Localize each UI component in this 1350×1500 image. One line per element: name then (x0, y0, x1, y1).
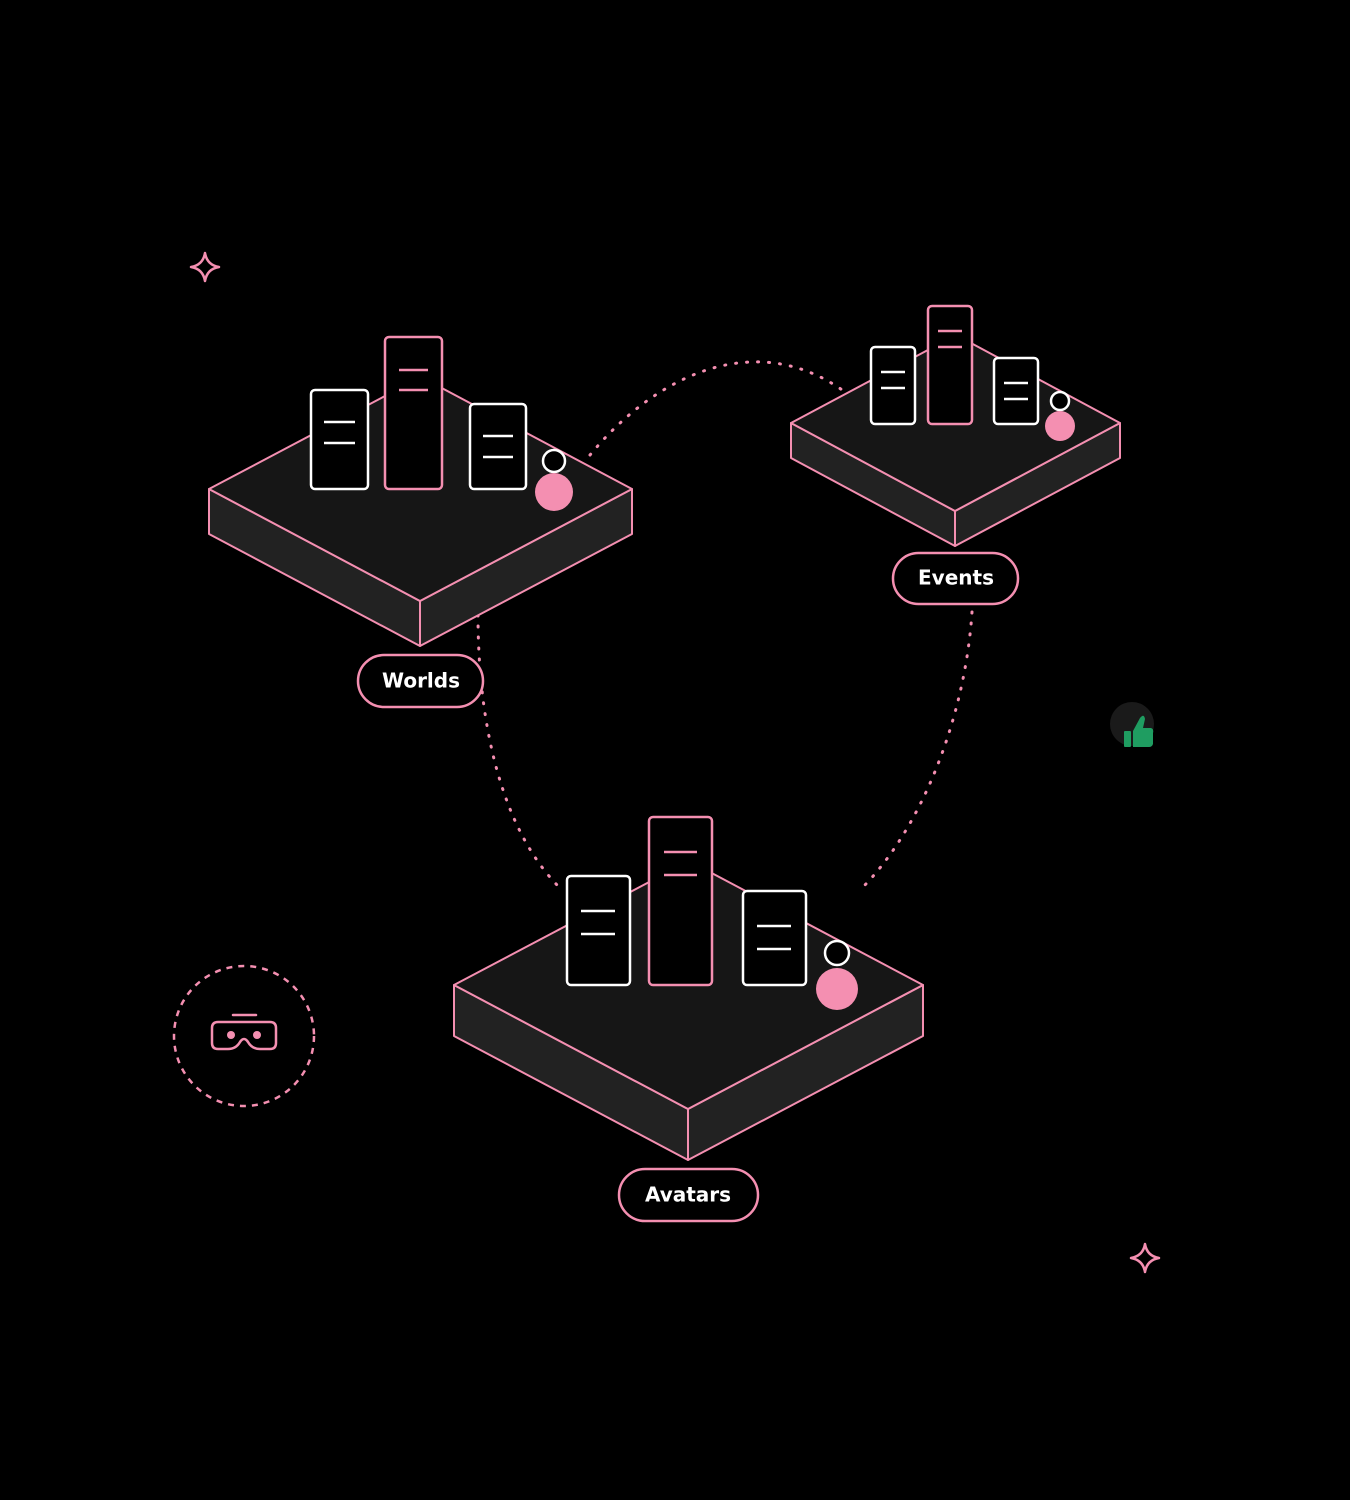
connector-worlds-avatars (476, 613, 564, 892)
worlds-label-pill[interactable]: Worlds (356, 653, 485, 709)
device-tower (647, 815, 714, 987)
vr-headset-badge (172, 964, 316, 1108)
device-phone (565, 874, 632, 987)
device-phone (468, 402, 528, 491)
avatars-label-pill[interactable]: Avatars (617, 1167, 760, 1223)
thumbs-up-icon (1124, 715, 1154, 747)
device-tower (926, 304, 974, 426)
device-phone (309, 388, 370, 491)
node-events: Events (790, 304, 1121, 606)
user-figure (1045, 390, 1075, 441)
sparkle-icon (189, 251, 221, 283)
device-phone (869, 345, 917, 426)
user-figure (816, 939, 858, 1010)
device-phone (992, 356, 1040, 426)
events-label-pill[interactable]: Events (891, 551, 1020, 606)
node-label: Worlds (382, 669, 460, 693)
device-phone (741, 889, 808, 987)
node-label: Avatars (645, 1183, 731, 1207)
connector-worlds-events (588, 360, 847, 457)
node-worlds: Worlds (208, 335, 633, 709)
vr-headset-icon (210, 1013, 278, 1051)
sparkle-icon (1129, 1242, 1161, 1274)
connector-events-avatars (860, 610, 974, 890)
user-figure (535, 448, 573, 511)
like-badge (1110, 702, 1154, 747)
node-label: Events (918, 566, 994, 590)
connectors (476, 360, 974, 892)
device-tower (383, 335, 444, 491)
node-avatars: Avatars (453, 815, 924, 1223)
